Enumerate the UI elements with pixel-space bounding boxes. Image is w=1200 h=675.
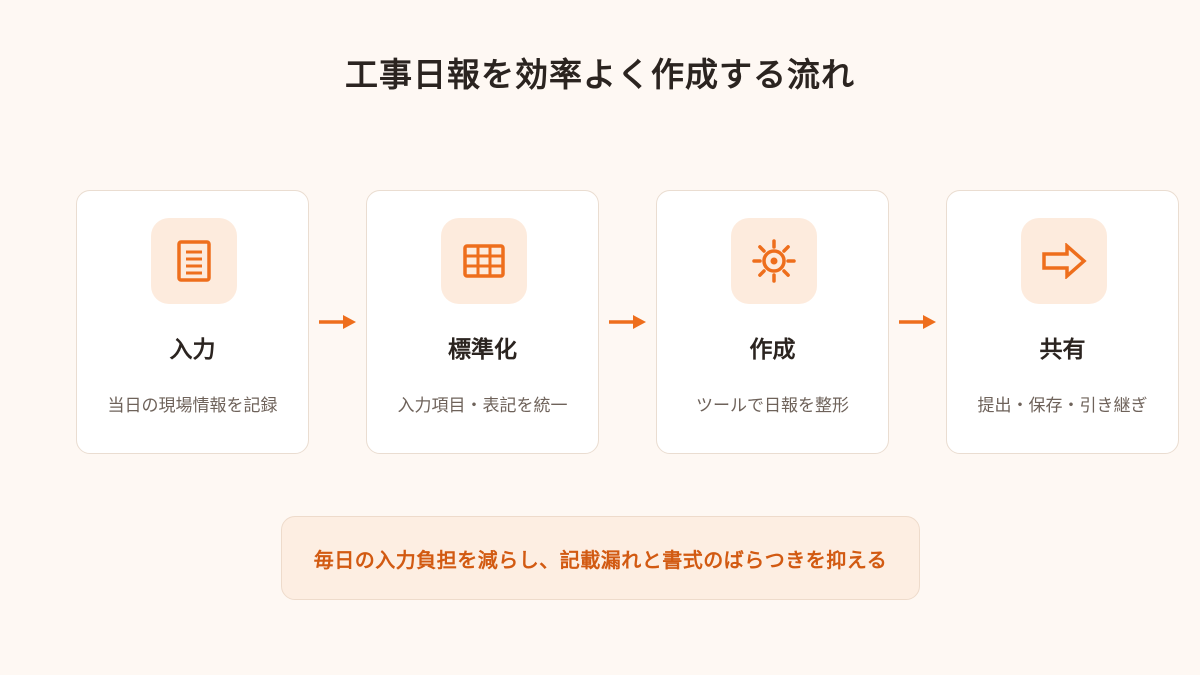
- step-description: 入力項目・表記を統一: [397, 396, 568, 416]
- icon-tile: [151, 218, 237, 304]
- arrow-right-icon: [609, 315, 646, 329]
- step-card-standardize: 標準化 入力項目・表記を統一: [366, 190, 599, 454]
- step-title: 入力: [169, 337, 216, 363]
- step-card-input: 入力 当日の現場情報を記録: [76, 190, 309, 454]
- icon-tile: [441, 218, 527, 304]
- icon-tile: [731, 218, 817, 304]
- step-title: 作成: [749, 337, 796, 363]
- arrow-right-icon: [899, 315, 936, 329]
- step-title: 標準化: [448, 337, 517, 363]
- step-description: ツールで日報を整形: [696, 396, 849, 416]
- document-icon: [177, 240, 211, 282]
- step-card-create: 作成 ツールで日報を整形: [656, 190, 889, 454]
- page-title: 工事日報を効率よく作成する流れ: [345, 55, 855, 94]
- step-description: 当日の現場情報を記録: [107, 396, 278, 416]
- step-card-share: 共有 提出・保存・引き継ぎ: [946, 190, 1179, 454]
- summary-note: 毎日の入力負担を減らし、記載漏れと書式のばらつきを抑える: [281, 516, 920, 600]
- summary-note-text: 毎日の入力負担を減らし、記載漏れと書式のばらつきを抑える: [313, 547, 888, 572]
- table-grid-icon: [463, 244, 505, 278]
- arrow-right-icon: [319, 315, 356, 329]
- step-title: 共有: [1039, 337, 1086, 363]
- icon-tile: [1021, 218, 1107, 304]
- arrow-right-icon: [1042, 243, 1087, 279]
- step-description: 提出・保存・引き継ぎ: [977, 396, 1148, 416]
- gear-icon: [752, 239, 796, 283]
